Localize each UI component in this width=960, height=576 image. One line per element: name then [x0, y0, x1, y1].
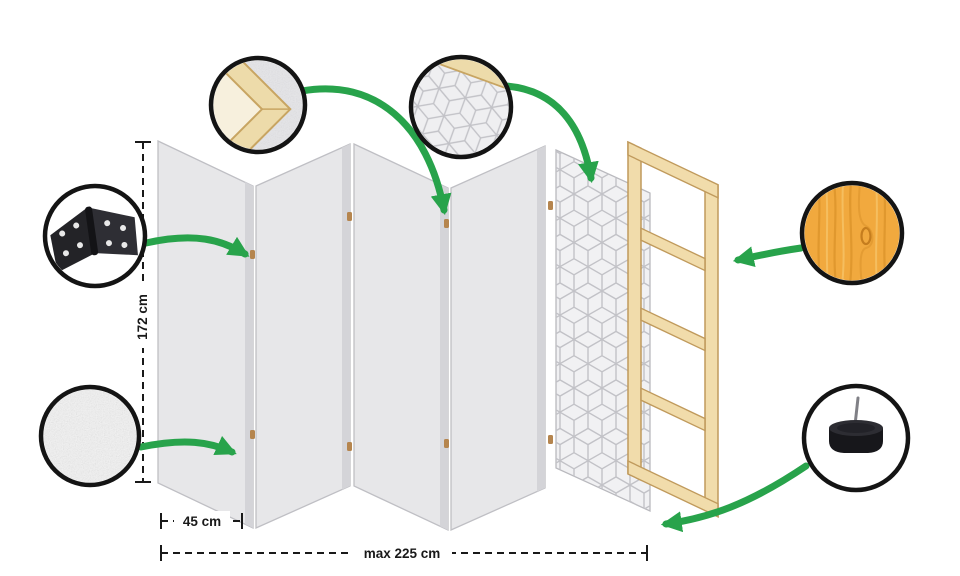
- dimension-max-width: max 225 cm: [160, 543, 648, 562]
- callout-hinge: [42, 183, 148, 289]
- fabric-texture-icon: [43, 389, 137, 483]
- dimension-height: 172 cm: [131, 141, 151, 483]
- arrow-foot: [660, 462, 810, 533]
- panel-2: [255, 142, 351, 530]
- dimension-panel-width: 45 cm: [160, 511, 243, 530]
- callout-wood-grain: [799, 180, 905, 286]
- panel-3: [353, 142, 449, 532]
- pointer-arrows: [137, 82, 810, 533]
- max-width-label: max 225 cm: [364, 546, 441, 561]
- panel-1: [157, 139, 254, 530]
- callout-panel-edge-pattern: [408, 54, 514, 160]
- height-label: 172 cm: [135, 294, 150, 340]
- panel-5-patterned: [555, 148, 651, 513]
- wood-grain-icon: [804, 185, 900, 281]
- frame-corner-detail-icon: [213, 60, 303, 150]
- callout-fabric-texture: [38, 384, 142, 488]
- folding-screen: [157, 139, 651, 532]
- panel-4: [450, 144, 546, 532]
- panel-width-label: 45 cm: [183, 514, 221, 529]
- arrow-hinge: [142, 234, 250, 258]
- floor-protector-foot-icon: [806, 388, 906, 488]
- arrow-wood: [732, 244, 805, 268]
- hinge-icon: [50, 206, 138, 273]
- callout-frame-corner: [208, 55, 308, 155]
- arrow-pattern: [502, 82, 599, 184]
- wooden-frame: [627, 140, 719, 518]
- callout-floor-protector: [801, 383, 911, 493]
- arrow-fabric: [137, 435, 237, 456]
- arrow-corner: [298, 85, 452, 216]
- hinge-dots: [250, 201, 553, 451]
